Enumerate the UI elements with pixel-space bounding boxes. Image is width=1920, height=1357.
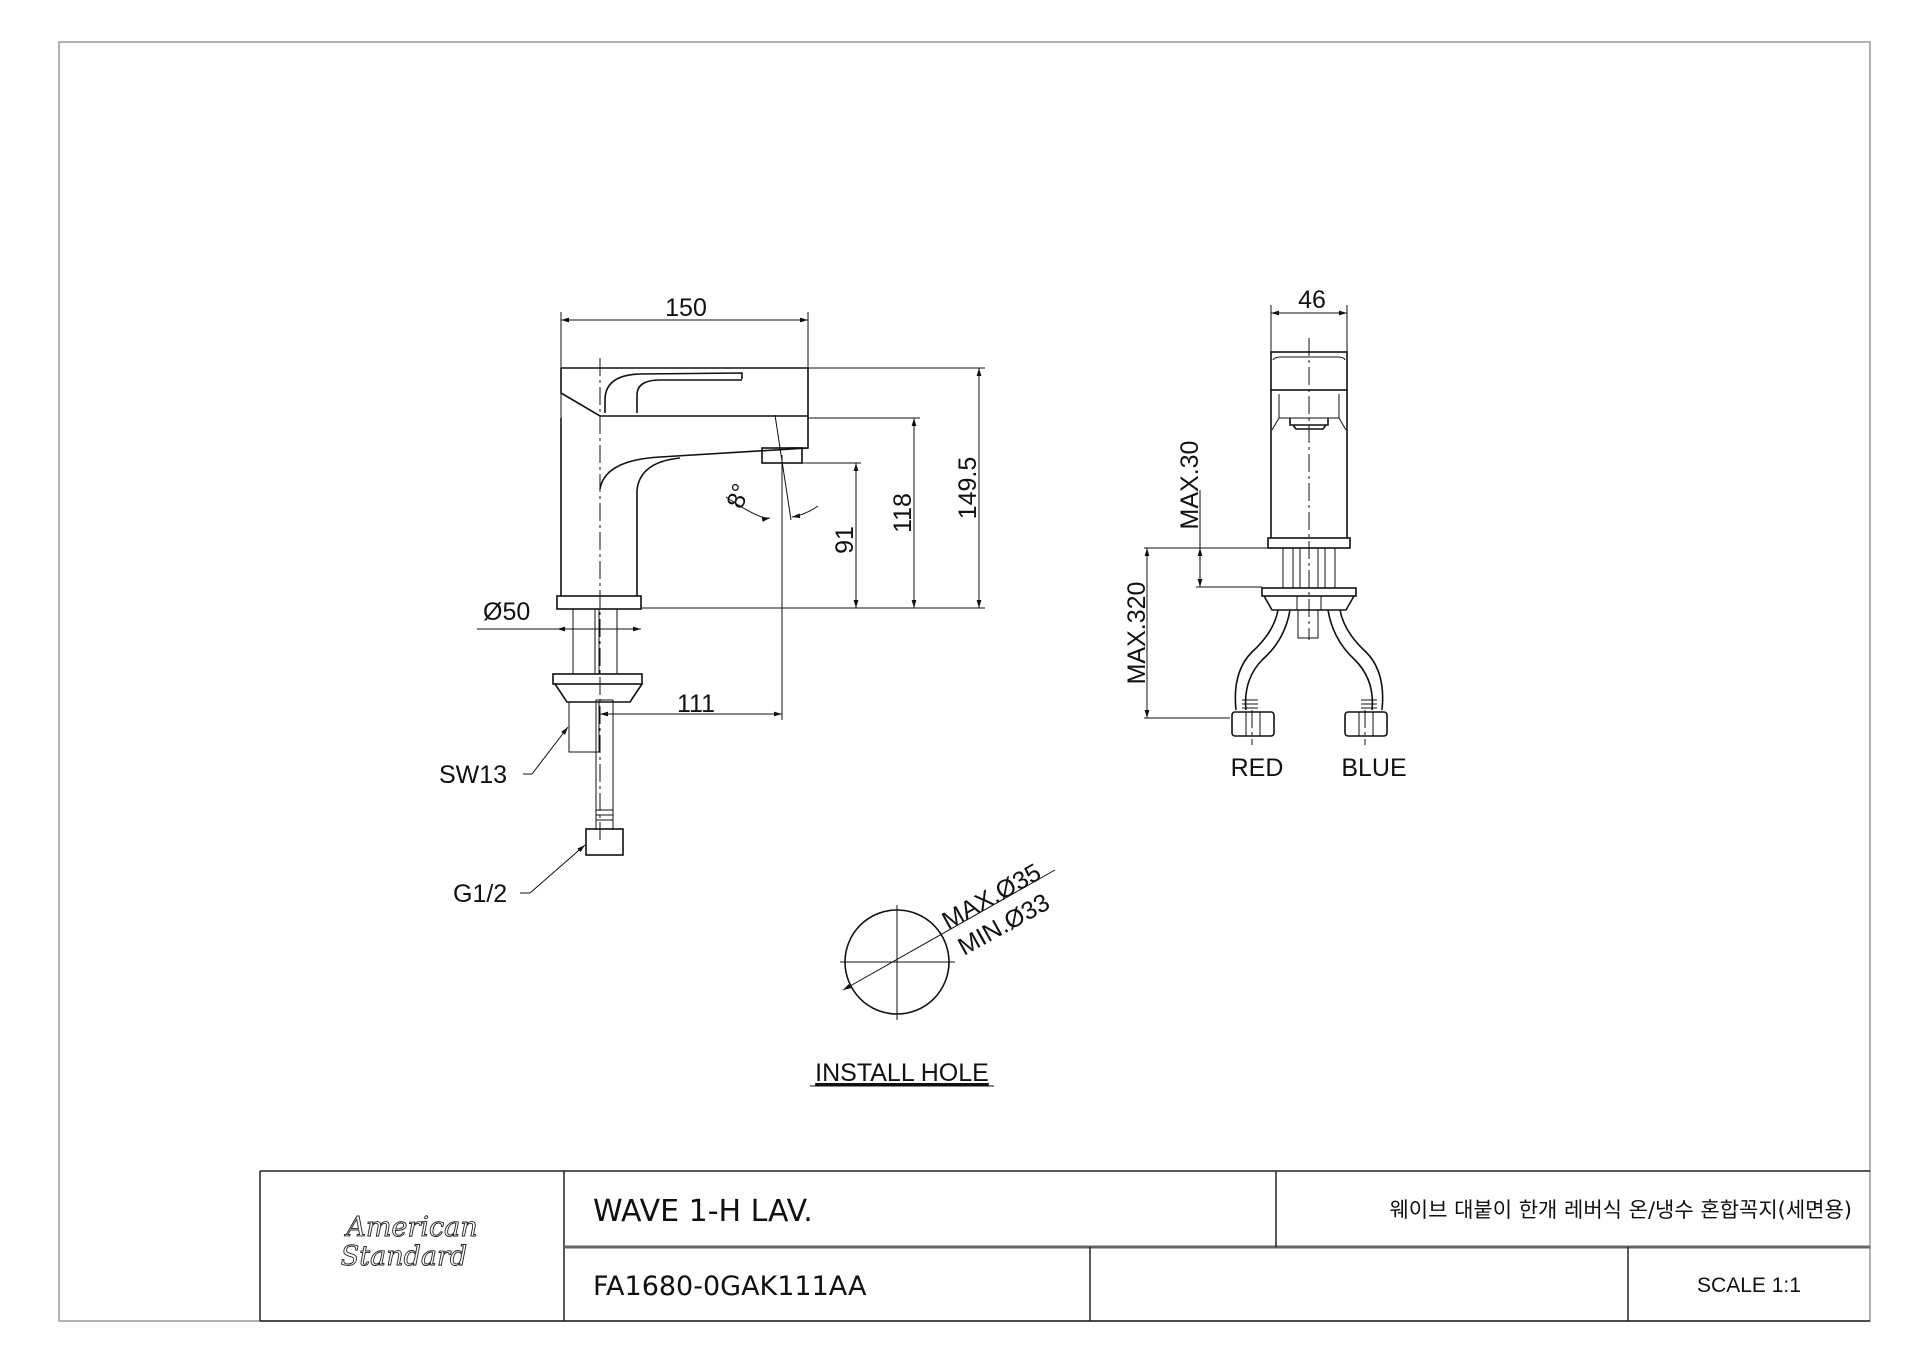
label-sw13: SW13 [439,761,507,789]
svg-text:Standard: Standard [341,1241,467,1272]
dim-max-30: MAX.30 [1176,441,1204,530]
scale-label: SCALE 1:1 [1697,1274,1801,1297]
dim-height-149-5: 149.5 [954,457,982,520]
drawing-frame [58,41,1871,1322]
dim-height-118: 118 [889,493,917,533]
product-name: WAVE 1-H LAV. [593,1194,813,1229]
install-hole-title: INSTALL HOLE [815,1059,989,1087]
faucet-front-outline [1231,351,1388,737]
dim-diameter-50: Ø50 [483,598,530,626]
svg-text:American: American [343,1212,477,1243]
title-block: American Standard WAVE 1-H LAV. 웨이브 대붙이 … [259,1170,1870,1322]
label-red: RED [1231,754,1284,782]
label-g1-2: G1/2 [453,880,507,908]
dim-reach-111: 111 [677,690,715,718]
front-view: 46 MAX.30 MAX.320 RED BLUE [1123,286,1407,782]
dim-width-150: 150 [665,294,707,322]
dim-angle-8: 8° [721,480,755,512]
dim-front-width-46: 46 [1298,286,1326,314]
label-blue: BLUE [1341,754,1406,782]
side-view: 150 149.5 118 91 8° Ø50 111 SW13 G1/2 [439,294,985,908]
product-name-korean: 웨이브 대붙이 한개 레버식 온/냉수 혼합꼭지(세면용) [1389,1198,1852,1222]
dim-height-91: 91 [831,526,859,554]
faucet-side-outline [552,367,809,856]
install-hole-detail: MAX.Ø35 MIN.Ø33 INSTALL HOLE [810,858,1056,1087]
dim-max-320: MAX.320 [1123,582,1151,685]
model-code: FA1680-0GAK111AA [593,1271,867,1302]
american-standard-logo: American Standard [340,1212,478,1273]
